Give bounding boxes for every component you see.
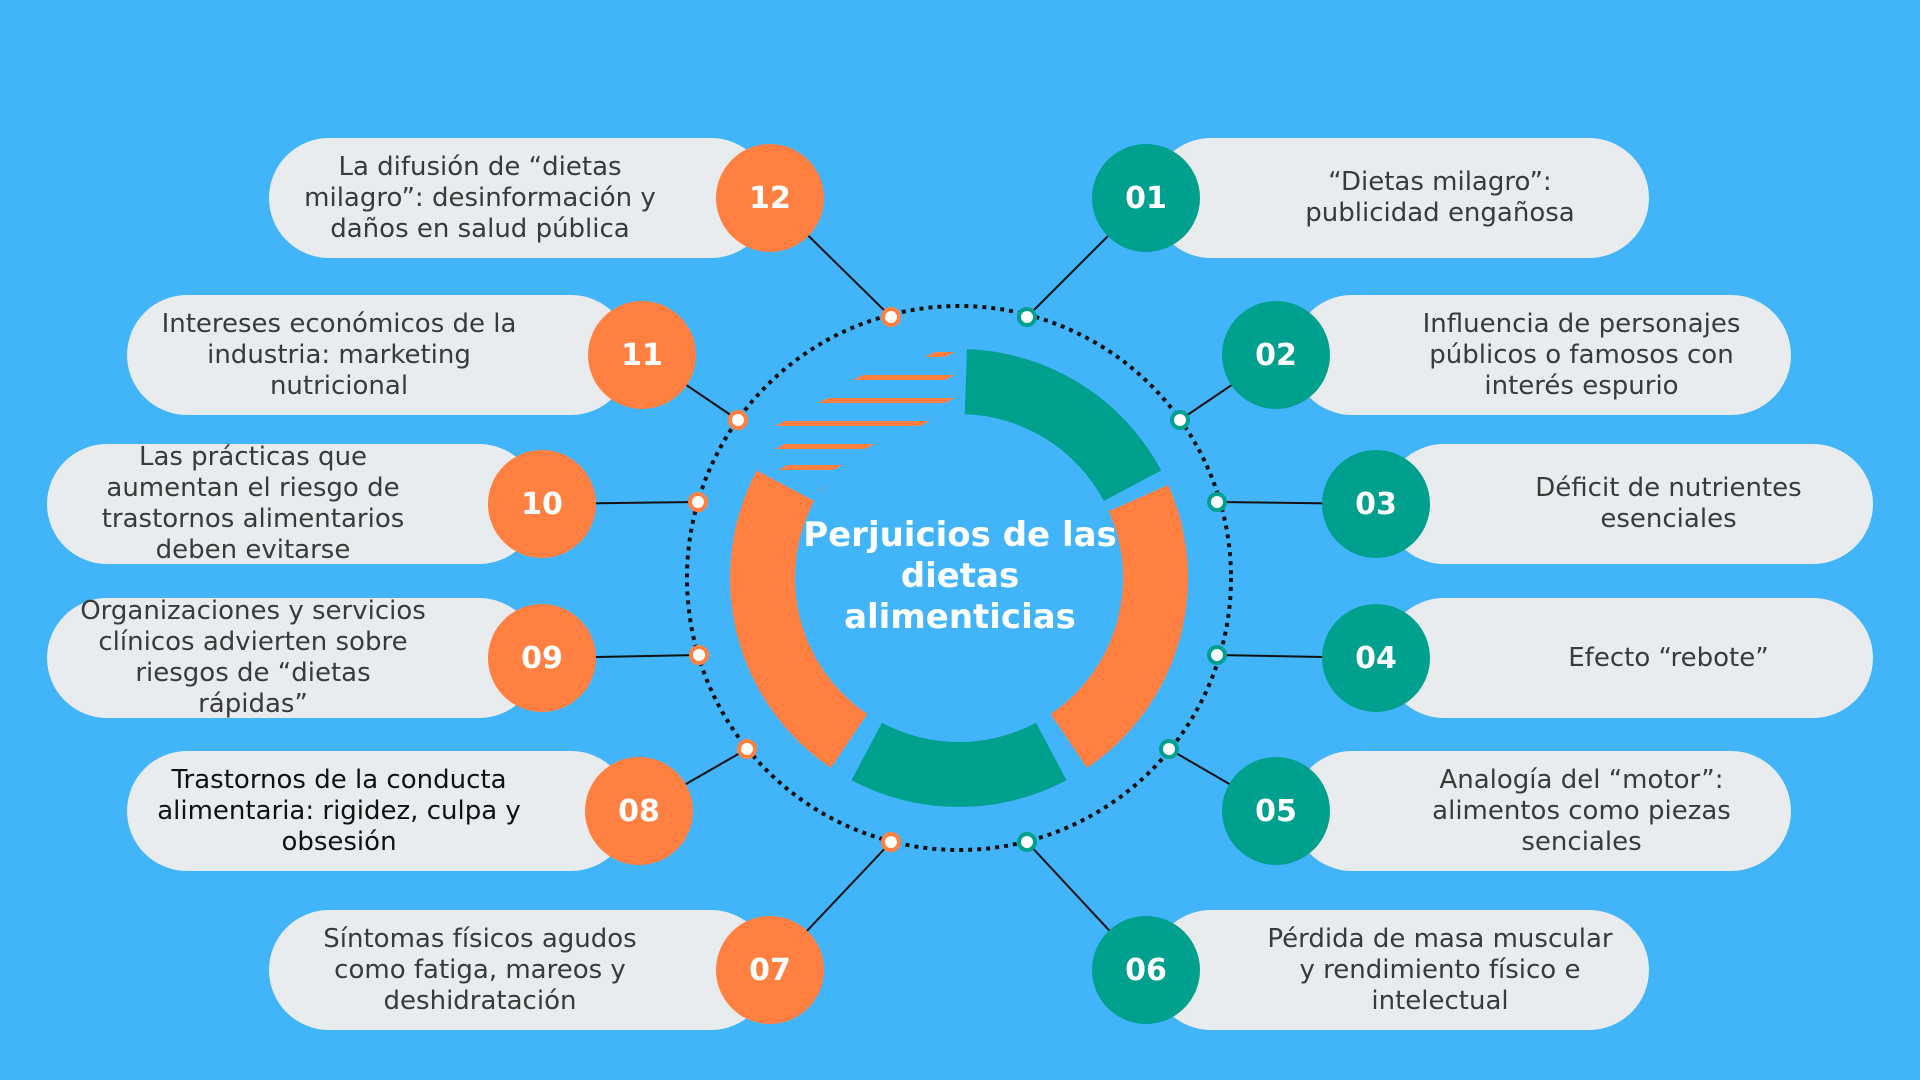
item-text: Síntomas físicos agudos como fatiga, mar…: [323, 923, 637, 1016]
diagram-title: Perjuicios de las dietas alimenticias: [803, 515, 1117, 637]
speed-line: [815, 487, 826, 491]
item-card-08: Trastornos de la conducta alimentaria: r…: [127, 751, 631, 871]
item-card-05: Analogía del “motor”: alimentos como pie…: [1292, 751, 1791, 871]
ring-node-dot: [728, 410, 748, 430]
speed-lines: [775, 352, 955, 491]
speed-line: [853, 375, 955, 380]
item-text: Pérdida de masa muscular y rendimiento f…: [1267, 923, 1613, 1016]
speed-line: [775, 444, 875, 449]
item-text: Analogía del “motor”: alimentos como pie…: [1432, 764, 1731, 857]
speed-line: [818, 398, 955, 403]
item-number-badge: 04: [1322, 604, 1430, 712]
ring-node-dot: [737, 739, 757, 759]
item-card-07: Síntomas físicos agudos como fatiga, mar…: [269, 910, 771, 1030]
donut-segment: [851, 722, 1067, 808]
ring-node-dot: [1017, 307, 1037, 327]
item-card-01: “Dietas milagro”: publicidad engañosa: [1151, 138, 1649, 258]
donut-segment: [964, 349, 1162, 502]
ring-node-dot: [1170, 410, 1190, 430]
speed-line: [778, 465, 843, 470]
item-text: Efecto “rebote”: [1568, 642, 1769, 673]
item-number-badge: 09: [488, 604, 596, 712]
item-number-badge: 08: [585, 757, 693, 865]
item-card-10: Las prácticas que aumentan el riesgo de …: [47, 442, 539, 565]
item-number-badge: 01: [1092, 144, 1200, 252]
item-text: Influencia de personajes públicos o famo…: [1422, 308, 1741, 401]
item-number-badge: 03: [1322, 450, 1430, 558]
item-text: Déficit de nutrientes esenciales: [1535, 473, 1802, 534]
item-card-04: Efecto “rebote”: [1384, 598, 1873, 718]
item-card-09: Organizaciones y servicios clínicos advi…: [47, 596, 539, 719]
item-card-12: La difusión de “dietas milagro”: desinfo…: [269, 138, 771, 258]
donut-segment: [729, 470, 868, 768]
item-number-badge: 06: [1092, 916, 1200, 1024]
ring-node-dot: [1017, 832, 1037, 852]
ring-node-dot: [688, 492, 708, 512]
item-card-11: Intereses económicos de la industria: ma…: [127, 295, 631, 415]
item-number-badge: 10: [488, 450, 596, 558]
ring-node-dot: [1159, 739, 1179, 759]
item-text: Intereses económicos de la industria: ma…: [161, 308, 517, 401]
connectors: [541, 197, 1377, 971]
item-number-badge: 11: [588, 301, 696, 409]
item-text: Organizaciones y servicios clínicos advi…: [80, 596, 426, 719]
item-number-badge: 02: [1222, 301, 1330, 409]
item-card-03: Déficit de nutrientes esenciales: [1384, 444, 1873, 564]
item-card-02: Influencia de personajes públicos o famo…: [1292, 295, 1791, 415]
item-text: “Dietas milagro”: publicidad engañosa: [1305, 167, 1575, 228]
donut-segment: [1050, 484, 1188, 768]
speed-line: [925, 352, 955, 357]
item-text: Las prácticas que aumentan el riesgo de …: [101, 442, 405, 565]
item-number-badge: 05: [1222, 757, 1330, 865]
center-donut: [729, 349, 1188, 808]
item-number-badge: 07: [716, 916, 824, 1024]
speed-line: [775, 421, 930, 426]
item-card-06: Pérdida de masa muscular y rendimiento f…: [1151, 910, 1649, 1030]
ring-node-dot: [881, 832, 901, 852]
ring-node-dot: [1207, 645, 1227, 665]
dotted-ring: [685, 304, 1233, 852]
item-text: Trastornos de la conducta alimentaria: r…: [157, 764, 521, 857]
ring-node-dot: [881, 307, 901, 327]
item-text: La difusión de “dietas milagro”: desinfo…: [304, 151, 656, 244]
ring-node-dot: [689, 645, 709, 665]
ring-node-dot: [1207, 492, 1227, 512]
item-number-badge: 12: [716, 144, 824, 252]
